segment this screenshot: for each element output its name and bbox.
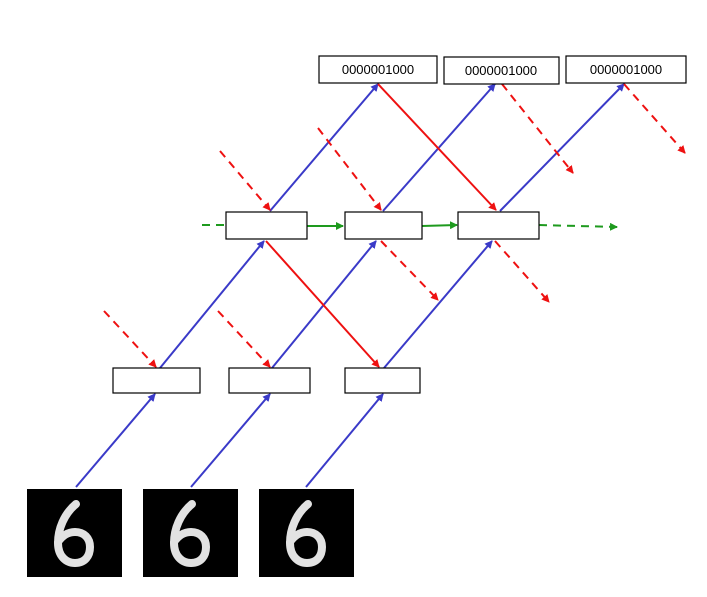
forward-arrow xyxy=(383,240,493,369)
forward-arrow xyxy=(190,393,271,488)
error-dashed-arrow xyxy=(623,83,686,154)
input-image-1 xyxy=(27,489,122,577)
input-image-2 xyxy=(143,489,238,577)
error-dashed-arrow xyxy=(380,240,439,301)
layer1-unit xyxy=(228,367,311,394)
forward-arrow xyxy=(382,83,496,212)
layer1-unit xyxy=(344,367,421,394)
error-dashed-arrow xyxy=(501,83,574,174)
input-image-3 xyxy=(259,489,354,577)
output-label: 0000001000 xyxy=(465,63,537,78)
error-dashed-arrow xyxy=(494,240,550,303)
error-arrow xyxy=(265,240,380,368)
output-box-1: 0000001000 xyxy=(318,55,438,84)
output-label: 0000001000 xyxy=(342,62,414,77)
layer2-unit xyxy=(225,211,308,240)
output-box-2: 0000001000 xyxy=(443,56,560,85)
error-dashed-arrow xyxy=(103,310,157,368)
forward-arrow xyxy=(159,240,265,369)
error-dashed-arrow xyxy=(219,150,271,211)
forward-arrow xyxy=(269,83,379,212)
recurrent-dashed-arrow xyxy=(538,222,618,231)
handwritten-digit-six-image xyxy=(170,500,210,567)
error-dashed-arrow xyxy=(217,310,271,368)
layer2-unit xyxy=(457,211,540,240)
handwritten-digit-six-image xyxy=(286,500,326,567)
error-dashed-arrow xyxy=(317,127,382,211)
layer2-unit xyxy=(344,211,423,240)
handwritten-digit-six-image xyxy=(54,500,94,567)
forward-arrow xyxy=(75,393,156,488)
error-arrow xyxy=(377,83,497,211)
output-box-3: 0000001000 xyxy=(565,55,687,84)
recurrent-arrow xyxy=(421,221,458,230)
forward-arrow xyxy=(305,393,384,488)
forward-arrow xyxy=(499,83,625,212)
layer1-unit xyxy=(112,367,201,394)
output-label: 0000001000 xyxy=(590,62,662,77)
